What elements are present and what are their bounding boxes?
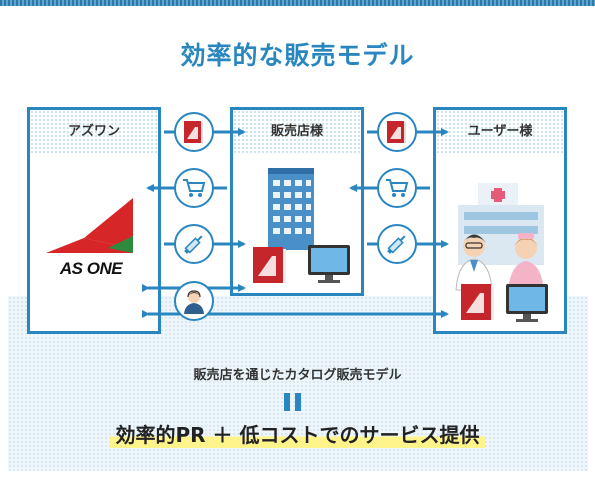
syringe-icon: [377, 224, 417, 264]
catalog-book-icon: [461, 284, 494, 320]
manufacturer-box: アズワン: [27, 107, 161, 334]
shopping-cart-icon: [377, 168, 417, 208]
as-one-logo-text: AS ONE: [59, 259, 123, 278]
catalog-book-icon: [174, 112, 214, 152]
manufacturer-label: アズワン: [30, 110, 158, 154]
doctor-icon: [455, 234, 493, 291]
as-one-logo-icon: [46, 198, 133, 253]
catalog-book-icon: [253, 247, 286, 283]
dealer-label: 販売店様: [233, 110, 361, 154]
syringe-icon: [174, 224, 214, 264]
shopping-cart-icon: [174, 168, 214, 208]
catalog-book-icon: [377, 112, 417, 152]
support-operator-icon: [174, 281, 214, 321]
diagram-title: 効率的な販売モデル: [180, 41, 415, 70]
user-label: ユーザー様: [436, 110, 564, 154]
top-stripe: [0, 0, 595, 6]
conclusion-line: 効率的PR ＋ 低コストでのサービス提供: [0, 422, 595, 448]
equals-sign: [282, 393, 304, 411]
computer-monitor-icon: [308, 245, 350, 283]
office-building-icon: [268, 168, 314, 250]
model-caption: 販売店を通じたカタログ販売モデル: [193, 368, 402, 383]
conclusion-text: 効率的PR ＋ 低コストでのサービス提供: [109, 422, 486, 448]
computer-monitor-icon: [506, 284, 548, 322]
